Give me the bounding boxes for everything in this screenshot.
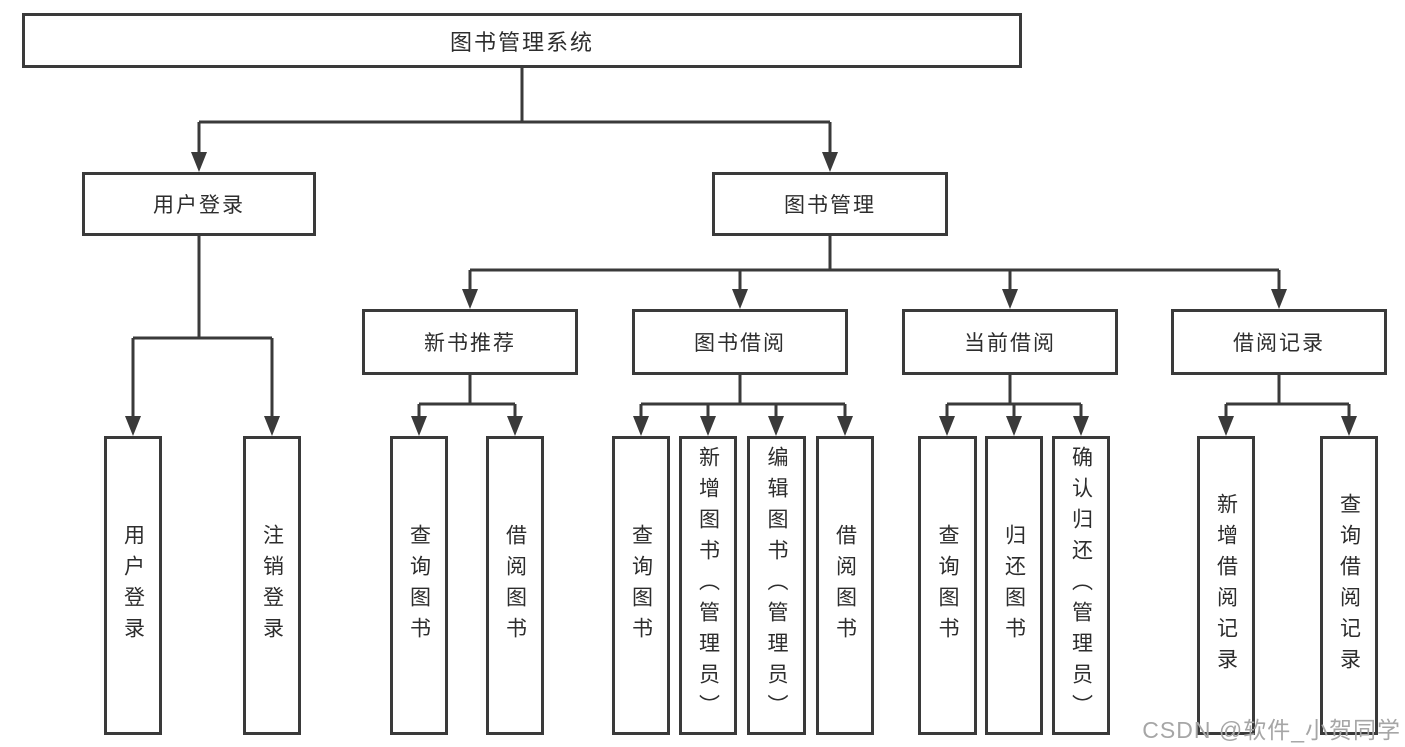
leaf-record-query: 查询借阅记录	[1320, 436, 1378, 735]
node-borrow-record: 借阅记录	[1171, 309, 1387, 375]
leaf-record-add: 新增借阅记录	[1197, 436, 1255, 735]
node-user-login: 用户登录	[82, 172, 316, 236]
node-root: 图书管理系统	[22, 13, 1022, 68]
arrowhead	[768, 416, 784, 436]
leaf-borrow-edit-book-admin: 编辑图书（管理员）	[747, 436, 806, 735]
arrowhead	[1006, 416, 1022, 436]
arrowhead	[822, 152, 838, 172]
leaf-recommend-borrow-book: 借阅图书	[486, 436, 544, 735]
leaf-logout: 注销登录	[243, 436, 301, 735]
arrowhead	[264, 416, 280, 436]
arrowhead	[633, 416, 649, 436]
node-book-borrow: 图书借阅	[632, 309, 848, 375]
node-current-borrow: 当前借阅	[902, 309, 1118, 375]
leaf-current-query-book: 查询图书	[918, 436, 977, 735]
arrowhead	[700, 416, 716, 436]
arrowhead	[1002, 289, 1018, 309]
arrowhead	[939, 416, 955, 436]
connector-path	[131, 66, 1351, 424]
leaf-borrow-query-book: 查询图书	[612, 436, 670, 735]
leaf-borrow-add-book-admin: 新增图书（管理员）	[679, 436, 737, 735]
node-book-management: 图书管理	[712, 172, 948, 236]
arrowhead	[411, 416, 427, 436]
node-new-book-recommend: 新书推荐	[362, 309, 578, 375]
arrowhead	[1271, 289, 1287, 309]
arrowhead	[462, 289, 478, 309]
arrowhead	[507, 416, 523, 436]
leaf-borrow-borrow-book: 借阅图书	[816, 436, 874, 735]
leaf-user-login: 用户登录	[104, 436, 162, 735]
leaf-recommend-query-book: 查询图书	[390, 436, 448, 735]
arrowhead	[732, 289, 748, 309]
arrowhead	[1341, 416, 1357, 436]
arrowhead	[125, 416, 141, 436]
arrowhead	[1073, 416, 1089, 436]
leaf-current-return-book: 归还图书	[985, 436, 1043, 735]
arrowhead	[1218, 416, 1234, 436]
arrowhead	[837, 416, 853, 436]
arrowhead	[191, 152, 207, 172]
leaf-current-confirm-return-admin: 确认归还（管理员）	[1052, 436, 1110, 735]
csdn-watermark: CSDN @软件_小贺同学	[1142, 717, 1401, 743]
